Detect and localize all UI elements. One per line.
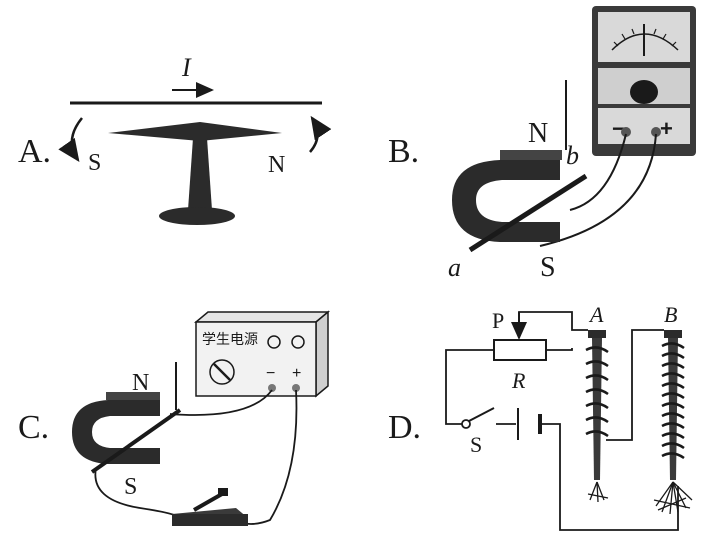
panel-b-letter: B. [388, 133, 419, 170]
conductor-rod-c [90, 408, 182, 474]
power-minus-label: − [266, 365, 275, 382]
pole-s-label-c: S [124, 474, 137, 500]
panel-a-letter: A. [18, 133, 51, 170]
panel-a: A. I S N [18, 53, 332, 225]
meter-wire-1 [569, 133, 627, 211]
electromagnet-nail-a [585, 330, 609, 503]
electromagnet-nail-b [653, 330, 693, 515]
rotation-arrow-right [309, 115, 332, 153]
power-supply-label: 学生电源 [202, 331, 258, 347]
rheostat-label-r: R [511, 368, 526, 393]
horseshoe-magnet-c [72, 392, 160, 464]
current-label: I [181, 53, 192, 82]
panel-d-letter: D. [388, 409, 421, 446]
meter-wire-2 [539, 133, 657, 247]
panel-c-letter: C. [18, 409, 49, 446]
switch-wire [94, 467, 185, 521]
conductor-rod-ab [468, 173, 588, 253]
panel-c: C. 学生电源 − + N S [18, 310, 331, 526]
rod-end-a-label: a [448, 253, 461, 282]
nail-b-label: B [664, 302, 677, 327]
switch-pivot [461, 419, 471, 429]
meter-minus-label: − [612, 116, 625, 141]
supply-wire-2 [233, 389, 298, 525]
pole-label-s: S [88, 150, 101, 176]
switch-label-s: S [470, 432, 482, 457]
pole-label-n: N [268, 152, 285, 178]
slider-label-p: P [492, 308, 504, 333]
supply-wire-1 [169, 389, 273, 416]
panel-b: B. − + [388, 6, 696, 283]
galvanometer: − + [592, 6, 696, 156]
rotation-arrow-left [58, 117, 83, 163]
nail-a-label: A [588, 302, 604, 327]
knife-switch [172, 488, 248, 526]
horseshoe-magnet-b [452, 150, 562, 242]
power-supply: 学生电源 − + [193, 310, 331, 398]
compass-needle [108, 122, 282, 225]
circuit-wires-d [445, 311, 679, 531]
meter-plus-label: + [660, 116, 673, 141]
pole-n-label-c: N [132, 370, 149, 396]
pole-n-label-b: N [528, 118, 548, 149]
panel-d: D. P R S [388, 302, 693, 531]
power-plus-label: + [292, 365, 301, 382]
rod-end-b-label: b [566, 141, 579, 170]
rheostat-r [493, 339, 547, 361]
pole-s-label-b: S [540, 252, 556, 283]
switch-blade [468, 407, 495, 422]
